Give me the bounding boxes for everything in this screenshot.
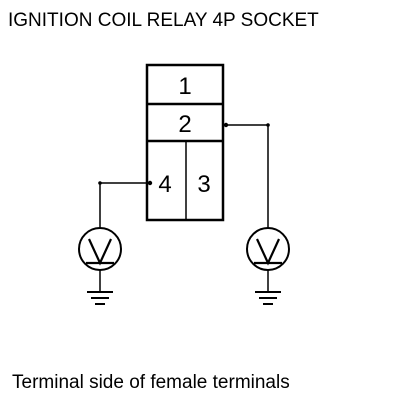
diagram-title: IGNITION COIL RELAY 4P SOCKET — [8, 10, 319, 31]
terminal-1-label: 1 — [178, 73, 191, 100]
terminal-3-label: 3 — [197, 171, 210, 198]
diagram-caption: Terminal side of female terminals — [12, 372, 290, 393]
left-voltmeter-icon — [78, 227, 122, 271]
terminal-2-label: 2 — [178, 111, 191, 138]
left-probe-wire — [98, 180, 153, 228]
relay-socket-connector: 1 2 4 3 — [145, 63, 225, 222]
left-ground-icon — [87, 270, 113, 305]
right-voltmeter-icon — [246, 227, 290, 271]
right-probe-wire — [223, 122, 270, 228]
terminal-4-label: 4 — [158, 171, 171, 198]
connector-outline — [145, 63, 225, 222]
right-ground-icon — [255, 270, 281, 305]
